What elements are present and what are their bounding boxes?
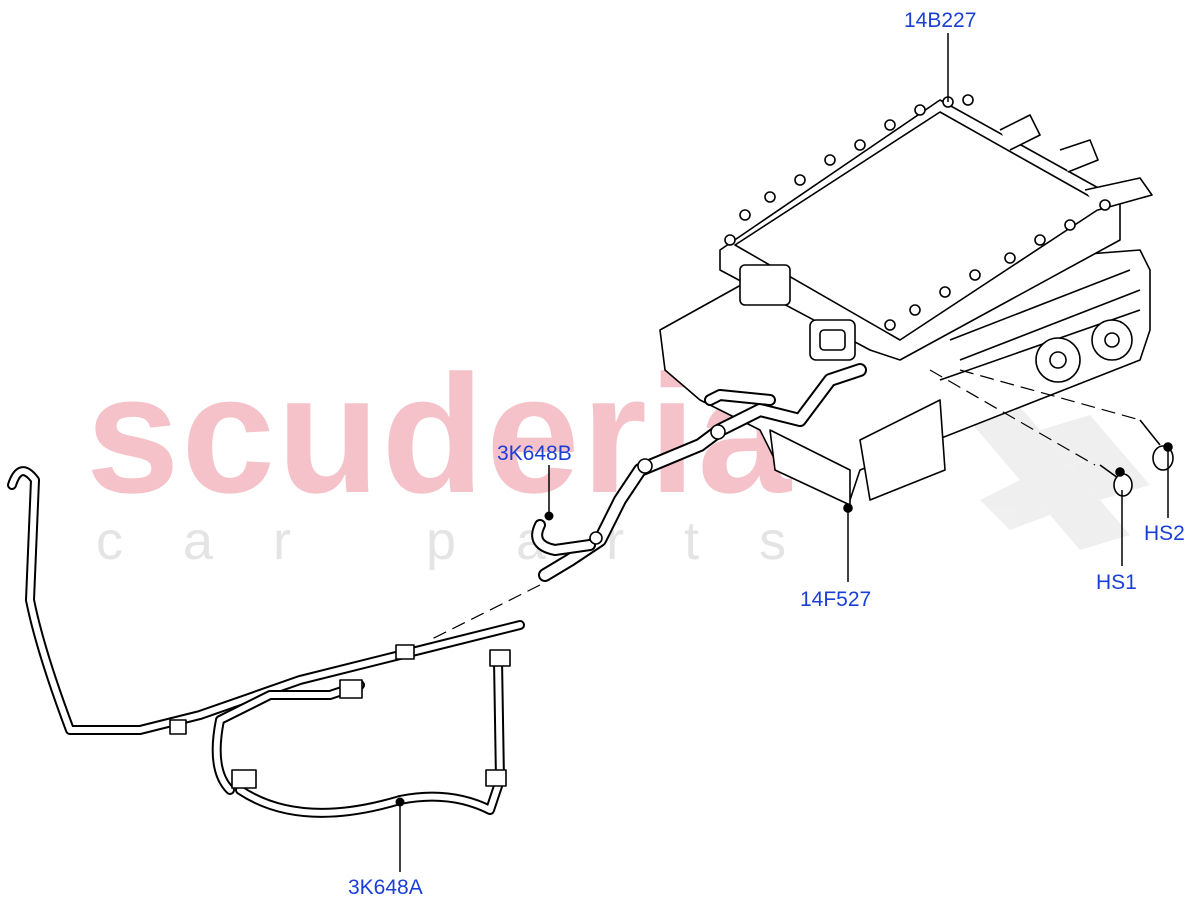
coolant-hose-3k648a bbox=[7, 466, 525, 818]
inverter-module bbox=[659, 94, 1153, 513]
callout-3k648a[interactable]: 3K648A bbox=[348, 876, 423, 899]
coolant-hose-3k648b bbox=[531, 363, 867, 582]
bolt-hs1 bbox=[1099, 464, 1133, 497]
callout-3k648b[interactable]: 3K648B bbox=[497, 442, 572, 465]
alignment-lines bbox=[429, 369, 1141, 641]
callout-14f527[interactable]: 14F527 bbox=[800, 588, 872, 611]
callout-hs2[interactable]: HS2 bbox=[1144, 522, 1185, 545]
callout-hs1[interactable]: HS1 bbox=[1096, 571, 1137, 594]
watermark-tagline: car parts bbox=[96, 511, 847, 571]
callout-14b227[interactable]: 14B227 bbox=[904, 9, 977, 32]
leader-lines bbox=[399, 33, 1169, 872]
